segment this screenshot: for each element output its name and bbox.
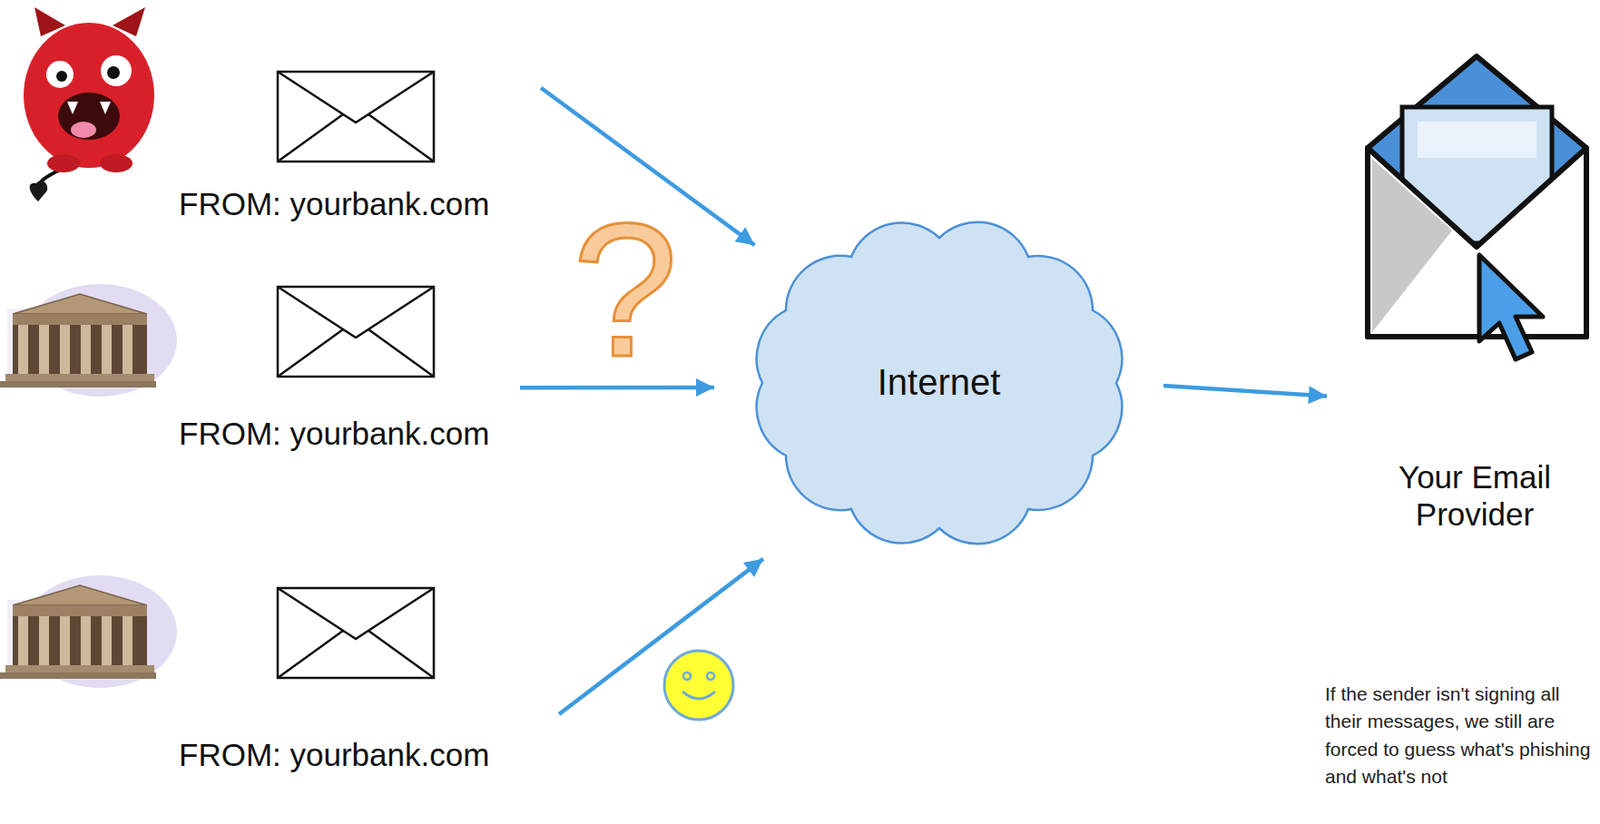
envelope-icon [277, 286, 434, 377]
node-text: FROM: yourbank.com [178, 414, 517, 452]
arrow-connector [1163, 385, 1327, 396]
devil-figure [23, 7, 155, 202]
node-text: FROM: yourbank.com [178, 185, 538, 223]
smiley-icon [664, 650, 734, 720]
cloud-shape [756, 222, 1123, 544]
node-text: Internet [803, 361, 1076, 404]
internet-cloud: Internet [714, 194, 1164, 572]
envelope-icon [277, 588, 434, 678]
sender-node: FROM: yourbank.com [0, 272, 521, 456]
arrow-connector [520, 385, 715, 391]
arrow-connector [559, 559, 764, 715]
note-text: If the sender isn't signing all their me… [1325, 680, 1596, 792]
sender-node: FROM: yourbank.com [0, 562, 560, 781]
node-text: Your Email Provider [1384, 458, 1566, 534]
node-text: FROM: yourbank.com [178, 736, 556, 774]
envelope-icon [277, 71, 434, 162]
email-icon [1367, 56, 1587, 360]
email-provider: Your Email Provider [1326, 45, 1596, 547]
sender-node: FROM: yourbank.com [0, 0, 541, 229]
bank-building [0, 575, 177, 688]
bank-building [0, 284, 177, 397]
question-mark: ? [571, 195, 679, 386]
